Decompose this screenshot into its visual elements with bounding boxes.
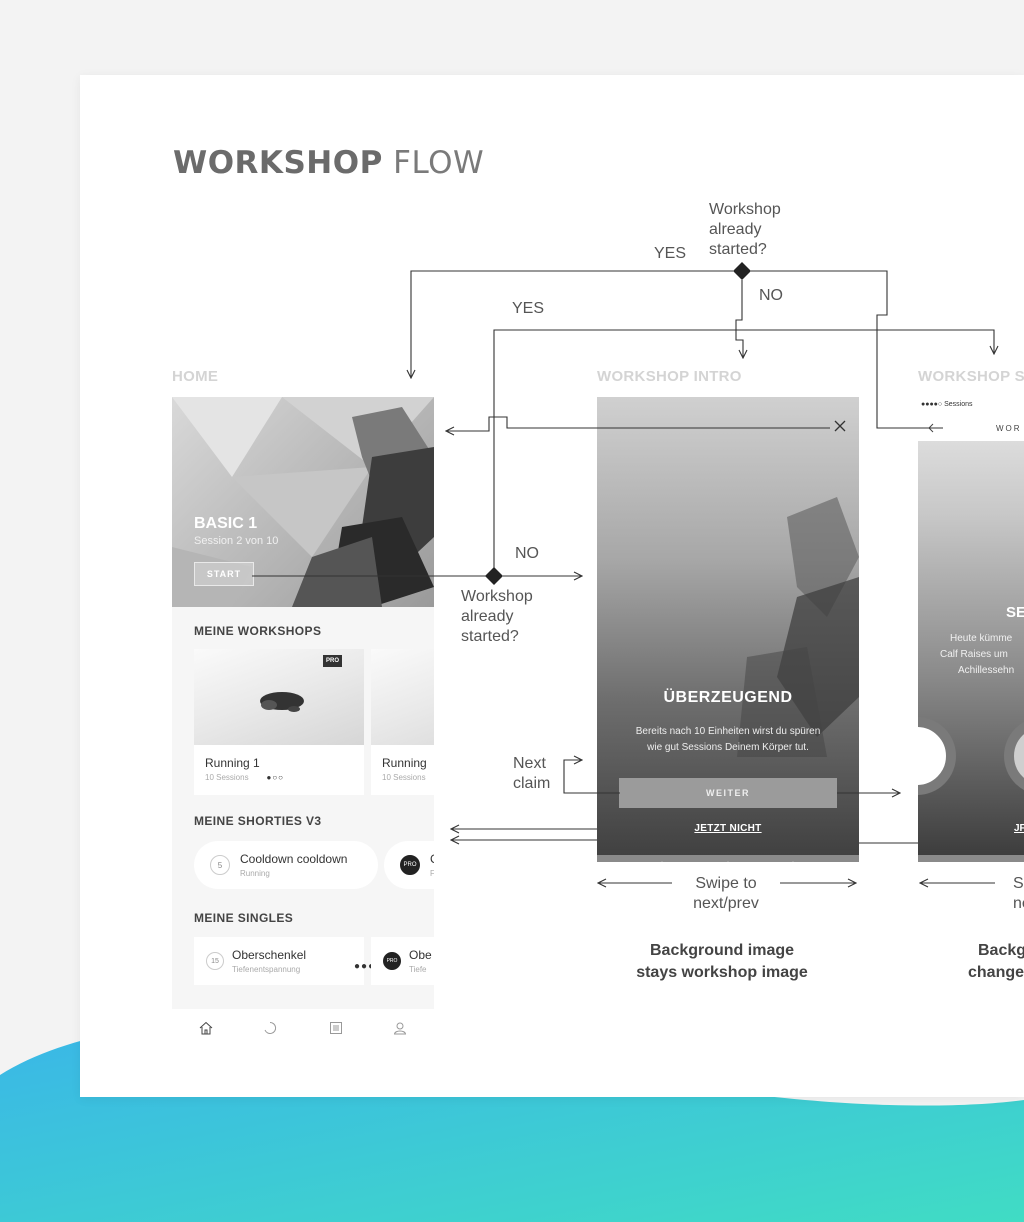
- list-icon[interactable]: [326, 1019, 346, 1037]
- intro-description-line: wie gut Sessions Deinem Körper tut.: [647, 742, 809, 753]
- session-link[interactable]: JF: [1014, 823, 1024, 834]
- home-icon[interactable]: [196, 1019, 216, 1037]
- intro-heading: ÜBERZEUGEND: [663, 689, 793, 706]
- section-label-home: HOME: [172, 368, 219, 385]
- intro-description-line: Bereits nach 10 Einheiten wirst du spüre…: [635, 726, 821, 737]
- workshop-name: Running: [382, 756, 427, 770]
- single-progress-dots: ●●●: [354, 961, 376, 972]
- pro-icon: PRO: [383, 952, 401, 970]
- duration-icon: 5: [210, 855, 230, 875]
- status-bar: ●●●●○ Sessions: [918, 397, 1024, 415]
- single-item[interactable]: PRO Obe Tiefe: [371, 937, 434, 985]
- close-icon[interactable]: [833, 419, 847, 433]
- progress-icon[interactable]: [260, 1019, 280, 1037]
- duration-icon: 15: [206, 952, 224, 970]
- shorty-category: F: [430, 869, 434, 878]
- home-hero: BASIC 1 Session 2 von 10 START: [172, 397, 434, 607]
- shorty-name: C: [430, 852, 434, 866]
- my-workshops-heading: MEINE WORKSHOPS: [194, 624, 322, 638]
- pro-icon: PRO: [400, 855, 420, 875]
- my-singles-heading: MEINE SINGLES: [194, 911, 294, 925]
- hero-subtitle: Session 2 von 10: [194, 535, 279, 547]
- single-name: Oberschenkel: [232, 948, 307, 962]
- hero-title: BASIC 1: [194, 515, 258, 532]
- hero-image: [172, 397, 434, 607]
- section-label-session: WORKSHOP S: [918, 368, 1024, 385]
- start-button[interactable]: START: [194, 562, 254, 586]
- workshop-card[interactable]: PRO Running 1 10 Sessions ●○○: [194, 649, 364, 795]
- profile-icon[interactable]: [390, 1019, 410, 1037]
- workshop-image: [371, 649, 434, 745]
- no-label: NO: [515, 545, 539, 562]
- yes-label: YES: [512, 300, 545, 317]
- swipe-label: Swipe to next/prev: [693, 875, 759, 912]
- intro-description: Bereits nach 10 Einheiten wirst du spüre…: [613, 724, 843, 756]
- progress-bar: [918, 855, 1024, 862]
- workshop-sessions: 10 Sessions: [382, 773, 426, 782]
- swipe-label: S ne: [1013, 875, 1024, 912]
- session-text-line: Heute kümme: [950, 633, 1013, 644]
- home-screen: BASIC 1 Session 2 von 10 START MEINE WOR…: [172, 397, 434, 1047]
- session-text-line: Calf Raises um: [940, 649, 1008, 660]
- progress-bar: [597, 855, 859, 862]
- single-category: Tiefenentspannung: [232, 965, 301, 974]
- pro-badge: PRO: [322, 655, 342, 667]
- session-heading: SE: [1006, 604, 1024, 621]
- workshop-name: Running 1: [205, 756, 260, 770]
- yes-label: YES: [654, 245, 687, 262]
- tab-bar: [172, 1009, 434, 1047]
- workshop-progress-dots: ●○○: [266, 773, 284, 782]
- back-arrow-icon[interactable]: [928, 421, 942, 435]
- workshop-intro-screen: ÜBERZEUGEND Bereits nach 10 Einheiten wi…: [597, 397, 859, 862]
- next-claim-label: Next claim: [513, 755, 551, 792]
- exercise-ring[interactable]: [918, 717, 956, 795]
- note-intro: Background image stays workshop image: [636, 942, 808, 981]
- workshop-image: [194, 649, 364, 745]
- jetzt-nicht-link[interactable]: JETZT NICHT: [694, 823, 762, 834]
- shorty-item[interactable]: 5 Cooldown cooldown Running: [194, 841, 378, 889]
- workshop-sessions: 10 Sessions: [205, 773, 249, 782]
- weiter-button[interactable]: WEITER: [619, 778, 837, 808]
- no-label: NO: [759, 287, 783, 304]
- decision-label-mid: Workshop already started?: [461, 588, 533, 645]
- intro-background-image: [737, 497, 859, 757]
- note-session: Backg change: [968, 942, 1024, 981]
- decision-label-top: Workshop already started?: [709, 201, 781, 258]
- section-label-intro: WORKSHOP INTRO: [597, 368, 742, 385]
- session-text-line: Achillessehn: [958, 665, 1015, 676]
- workshop-session-screen: ●●●●○ Sessions WOR SE Heute kümme Calf R…: [918, 397, 1024, 862]
- nav-bar: WOR: [918, 415, 1024, 441]
- shorty-name: Cooldown cooldown: [240, 852, 348, 866]
- page-title: WORKSHOP FLOW: [173, 145, 485, 181]
- workshop-card[interactable]: Running 10 Sessions: [371, 649, 434, 795]
- single-category: Tiefe: [409, 965, 427, 974]
- nav-title: WOR: [996, 424, 1022, 433]
- shorty-item[interactable]: PRO C F: [384, 841, 434, 889]
- exercise-ring[interactable]: [1004, 717, 1024, 795]
- my-shorties-heading: MEINE SHORTIES V3: [194, 814, 322, 828]
- single-name: Obe: [409, 948, 432, 962]
- single-item[interactable]: 15 Oberschenkel Tiefenentspannung ●●●: [194, 937, 374, 985]
- shorty-category: Running: [240, 869, 270, 878]
